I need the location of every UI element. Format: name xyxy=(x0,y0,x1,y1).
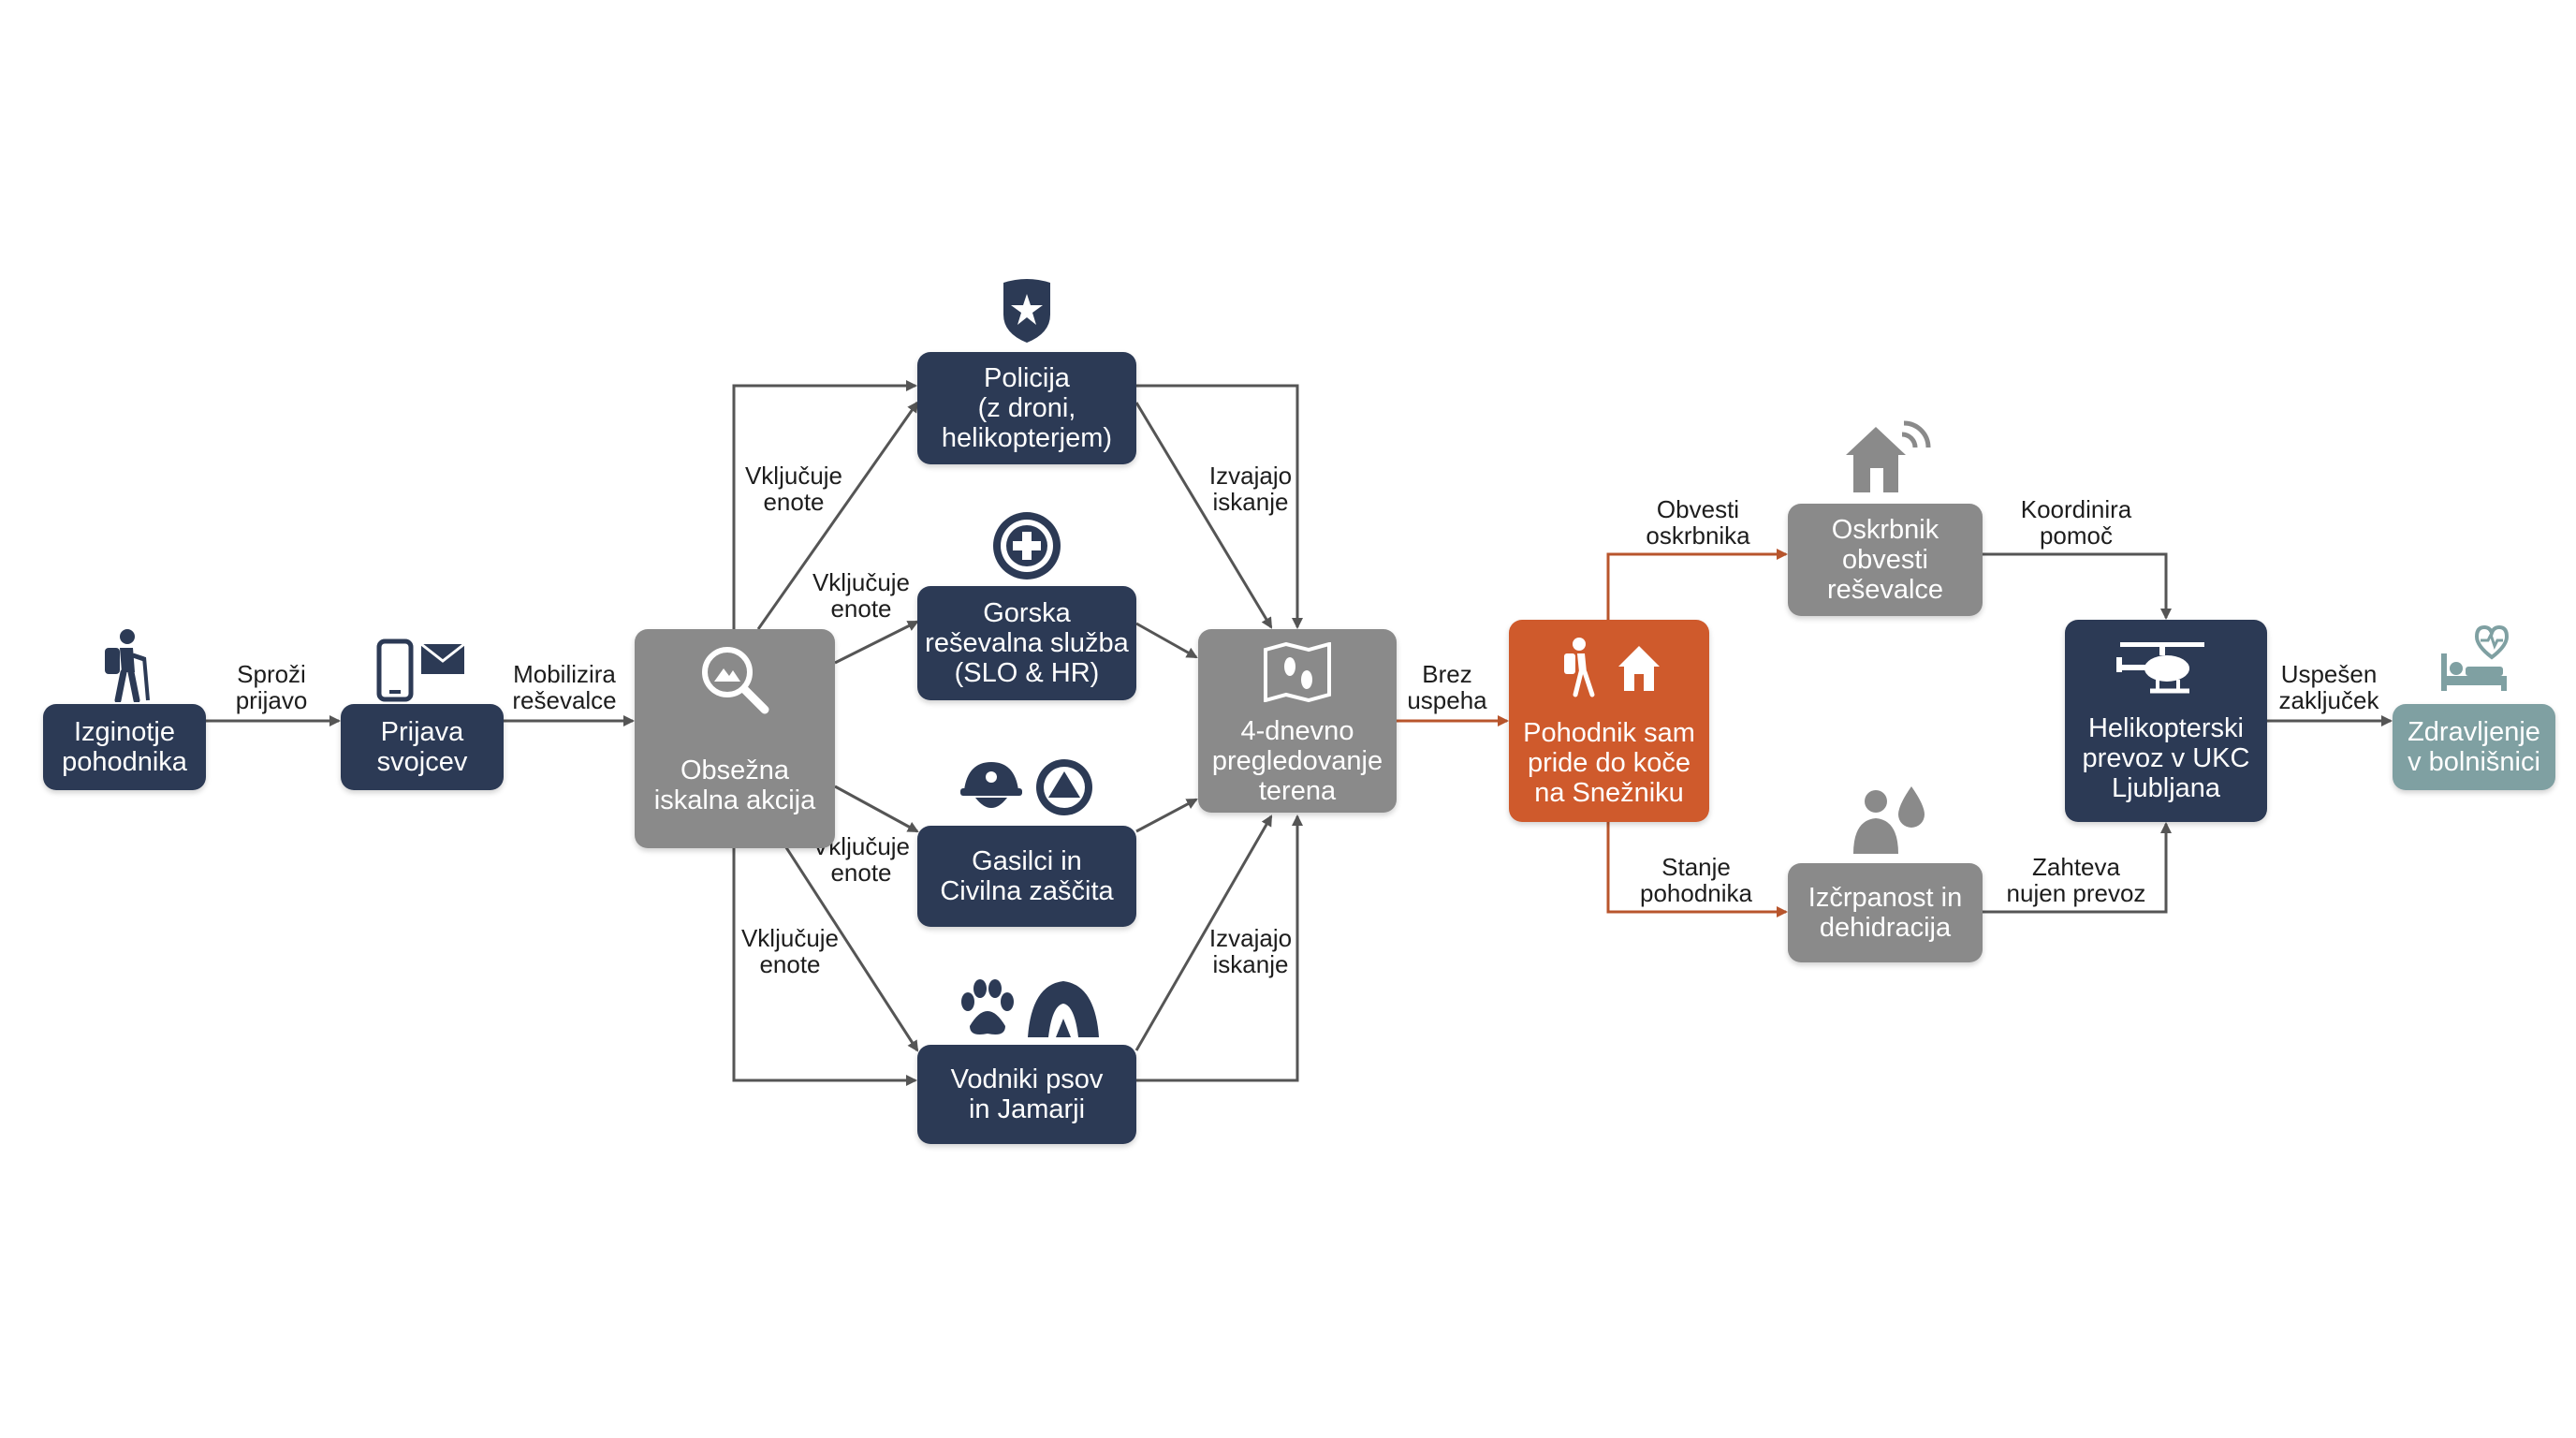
node-pohodnik-sam: Pohodnik sam pride do koče na Snežniku xyxy=(1509,620,1709,822)
node-oskrbnik-text: Oskrbnik obvesti reševalce xyxy=(1826,515,1944,605)
node-policija: Policija (z droni, helikopterjem) xyxy=(917,352,1136,464)
hospital-bed-icon xyxy=(2441,625,2510,691)
node-oskrbnik: Oskrbnik obvesti reševalce xyxy=(1788,504,1983,616)
edge-gasilci-pregled xyxy=(1135,798,1198,833)
node-helikopterski-text: Helikopterski prevoz v UKC Ljubljana xyxy=(2082,713,2250,803)
node-policija-text: Policija (z droni, helikopterjem) xyxy=(941,363,1113,453)
node-gasilci-text: Gasilci in Civilna zaščita xyxy=(940,846,1114,906)
label-izvajajo-1: Izvajajo iskanje xyxy=(1208,462,1293,516)
node-gasilci: Gasilci in Civilna zaščita xyxy=(917,826,1136,927)
edge-pohodnik-izcrpanost xyxy=(1606,822,1788,917)
node-vodniki: Vodniki psov in Jamarji xyxy=(917,1045,1136,1144)
node-vodniki-text: Vodniki psov in Jamarji xyxy=(950,1064,1104,1124)
hiker-icon xyxy=(105,629,150,702)
node-prijava: Prijava svojcev xyxy=(341,704,504,790)
node-izcrpanost-text: Izčrpanost in dehidracija xyxy=(1808,883,1963,943)
label-zahteva: Zahteva nujen prevoz xyxy=(2006,853,2146,907)
node-gorska: Gorska reševalna služba (SLO & HR) xyxy=(917,586,1136,700)
edge-obsezna-gorska xyxy=(834,620,919,665)
label-vkljucuje-4: Vključuje enote xyxy=(740,924,840,978)
label-izvajajo-2: Izvajajo iskanje xyxy=(1208,924,1293,978)
node-pregledovanje-text: 4-dnevno pregledovanje terena xyxy=(1211,716,1383,806)
label-stanje: Stanje pohodnika xyxy=(1640,853,1752,907)
hiker-hut-icon xyxy=(1564,638,1660,697)
node-zdravljenje: Zdravljenje v bolnišnici xyxy=(2393,704,2555,790)
firefighter-helmet-icon xyxy=(960,762,1022,808)
person-drop-icon xyxy=(1853,786,1925,854)
node-izginotje: Izginotje pohodnika xyxy=(43,704,206,790)
map-footprints-icon xyxy=(1264,642,1331,702)
node-pregledovanje: 4-dnevno pregledovanje terena xyxy=(1198,629,1397,813)
search-icon xyxy=(702,647,769,714)
edge-gorska-pregled xyxy=(1135,622,1198,659)
node-obsezna-text: Obsežna iskalna akcija xyxy=(653,756,816,815)
mountain-rescue-emblem-icon xyxy=(993,512,1061,580)
label-uspesen: Uspešen zaključek xyxy=(2278,660,2379,714)
phone-icon xyxy=(376,638,414,702)
label-sprozi: Sproži prijavo xyxy=(235,660,308,714)
police-badge-icon xyxy=(1003,279,1050,343)
edge-policija-pregled-diag xyxy=(1134,402,1273,629)
edge-obsezna-policija-ortho xyxy=(732,380,917,629)
node-helikopterski: Helikopterski prevoz v UKC Ljubljana xyxy=(2065,620,2267,822)
edge-obsezna-policija-diag xyxy=(756,401,919,630)
label-vkljucuje-2: Vključuje enote xyxy=(812,568,911,623)
edge-obsezna-vodniki-ortho xyxy=(732,807,917,1086)
node-zdravljenje-text: Zdravljenje v bolnišnici xyxy=(2408,717,2540,777)
node-izginotje-text: Izginotje pohodnika xyxy=(62,717,187,777)
civil-protection-icon xyxy=(1036,759,1092,815)
label-brez: Brez uspeha xyxy=(1407,660,1487,714)
cave-icon xyxy=(1028,981,1099,1037)
node-prijava-text: Prijava svojcev xyxy=(376,717,468,777)
label-mobilizira: Mobilizira reševalce xyxy=(512,660,617,714)
edge-pohodnik-oskrbnik xyxy=(1606,549,1788,620)
house-signal-icon xyxy=(1846,420,1931,492)
node-pohodnik-sam-text: Pohodnik sam pride do koče na Snežniku xyxy=(1523,718,1695,808)
paw-icon xyxy=(961,979,1014,1034)
label-koordinira: Koordinira pomoč xyxy=(2020,495,2132,550)
node-izcrpanost: Izčrpanost in dehidracija xyxy=(1788,863,1983,962)
node-gorska-text: Gorska reševalna služba (SLO & HR) xyxy=(925,598,1129,688)
node-obsezna: Obsežna iskalna akcija xyxy=(635,629,835,848)
label-vkljucuje-1: Vključuje enote xyxy=(744,462,843,516)
edge-vodniki-pregled-ortho xyxy=(1136,814,1303,1082)
label-obvesti: Obvesti oskrbnika xyxy=(1646,495,1750,550)
mail-icon xyxy=(420,642,465,674)
edge-oskrbnik-heli xyxy=(1983,552,2172,620)
edge-vodniki-pregled-diag xyxy=(1134,814,1273,1051)
helicopter-icon xyxy=(2116,642,2204,694)
edge-izcrpanost-heli xyxy=(1983,822,2172,914)
edge-policija-pregled-ortho xyxy=(1136,384,1303,629)
edge-obsezna-gasilci xyxy=(834,785,919,833)
